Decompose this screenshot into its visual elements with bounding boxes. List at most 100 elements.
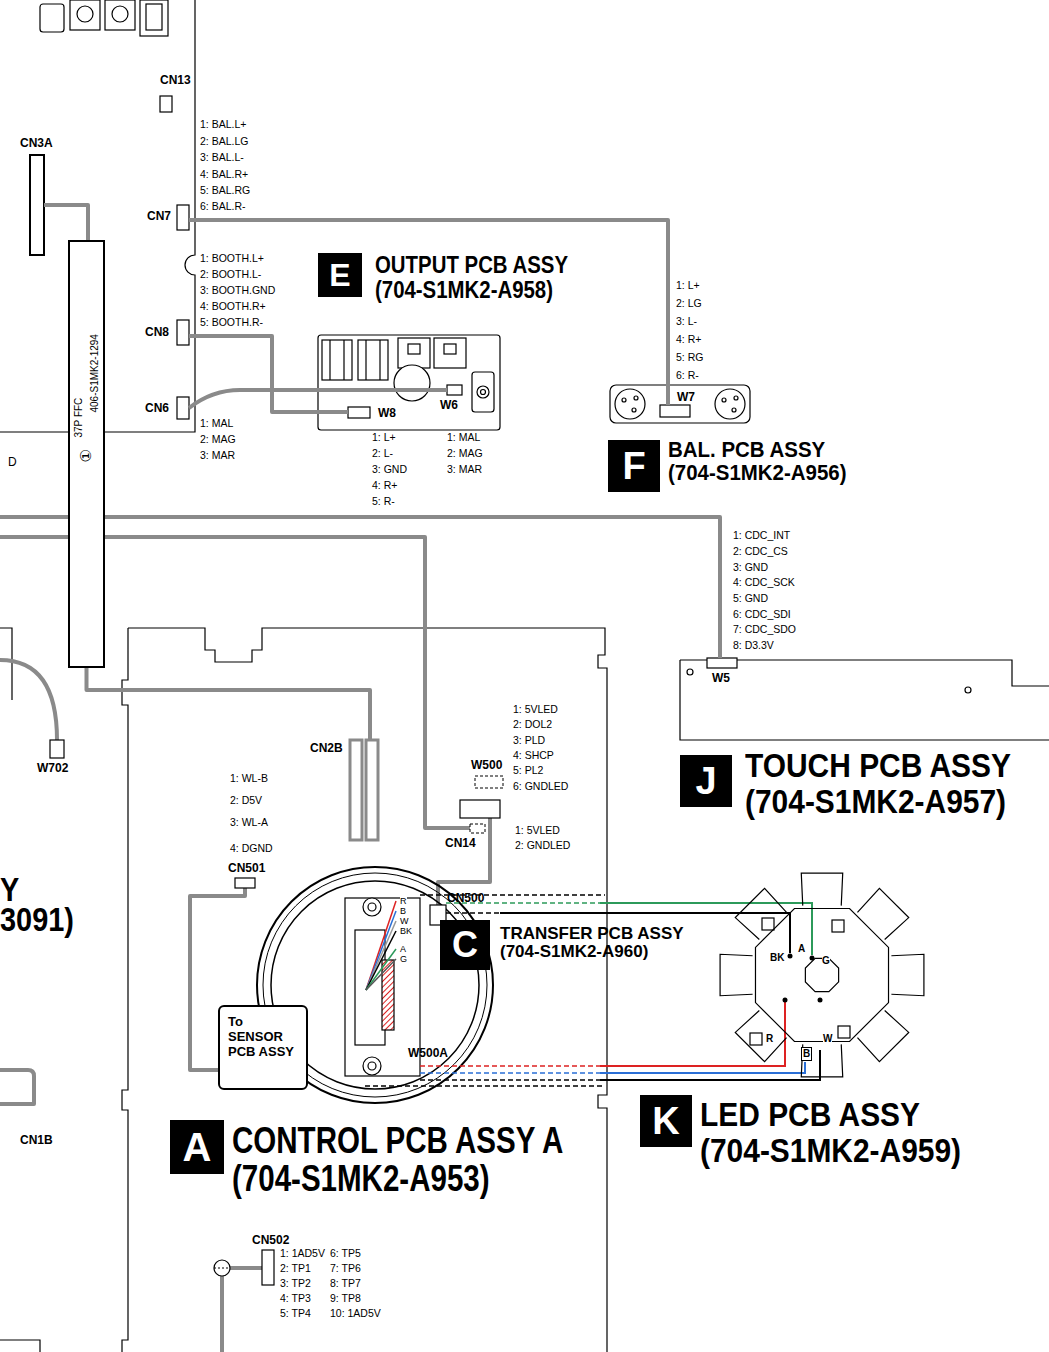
wire-color-code: A <box>400 944 406 954</box>
pin-name: 4: TP3 <box>280 1292 311 1304</box>
wire-color-code: R <box>400 896 407 906</box>
board-letter-badge: E <box>318 253 362 297</box>
connector-label: CN6 <box>145 402 169 416</box>
wire-color-code: A <box>798 943 805 955</box>
pin-name: 2: BAL.LG <box>200 135 248 147</box>
pin-name: 1: WL-B <box>230 772 268 784</box>
cable-marking: ① <box>77 449 92 462</box>
assembly-title: TOUCH PCB ASSY (704-S1MK2-A957) <box>745 748 1025 819</box>
pin-name: 4: SHCP <box>513 749 554 761</box>
cut-off-text: D <box>8 456 17 470</box>
board-letter-badge: C <box>440 920 490 970</box>
wire-color-code: BK <box>400 926 412 936</box>
connector-label: CN500 <box>447 892 484 906</box>
wire-color-code: B <box>801 1047 812 1061</box>
connector-label: CN3A <box>20 137 53 151</box>
pin-name: 3: L- <box>676 315 697 327</box>
pcb-assembly: EOUTPUT PCB ASSY (704-S1MK2-A958) <box>315 250 510 432</box>
pin-name: 1: MAL <box>200 417 233 429</box>
connector-label: W702 <box>37 762 68 776</box>
assembly-title: BAL. PCB ASSY (704-S1MK2-A956) <box>668 438 859 484</box>
wire-color-code: W <box>400 916 409 926</box>
pin-name: 1: BOOTH.L+ <box>200 252 264 264</box>
pin-name: 4: CDC_SCK <box>733 576 795 588</box>
pin-name: 5: R- <box>372 495 395 507</box>
board-letter-badge: J <box>680 755 732 807</box>
pin-name: 5: GND <box>733 592 768 604</box>
pin-name: 7: TP6 <box>330 1262 361 1274</box>
wire-color-code: W <box>823 1033 832 1045</box>
pin-name: 1: 5VLED <box>515 824 560 836</box>
led-board-outline <box>708 862 943 1090</box>
connector-label: CN13 <box>160 74 191 88</box>
pin-name: 4: R+ <box>372 479 397 491</box>
board-letter-badge: F <box>608 440 660 492</box>
ribbon-cable: 37P FFC ① 406-S1MK2-1294 <box>68 240 105 668</box>
assembly-title: TRANSFER PCB ASSY (704-S1MK2-A960) <box>500 925 692 961</box>
pin-name: 4: BAL.R+ <box>200 168 248 180</box>
connector-label: CN7 <box>147 210 171 224</box>
connector-label: CN2B <box>310 742 343 756</box>
pin-name: 6: TP5 <box>330 1247 361 1259</box>
pin-name: 7: CDC_SDO <box>733 623 796 635</box>
connector-label: CN8 <box>145 326 169 340</box>
pin-name: 6: BAL.R- <box>200 200 246 212</box>
wire-color-code: B <box>400 906 406 916</box>
connector-label: W8 <box>378 407 396 421</box>
pcb-assembly: JTOUCH PCB ASSY (704-S1MK2-A957) <box>678 655 1049 833</box>
wire-color-code: G <box>400 954 407 964</box>
pin-name: 2: D5V <box>230 794 262 806</box>
connector-label: W6 <box>440 399 458 413</box>
wire-color-code: R <box>766 1033 773 1045</box>
pin-name: 6: GNDLED <box>513 780 568 792</box>
pin-name: 3: TP2 <box>280 1277 311 1289</box>
board-letter-badge: A <box>170 1120 224 1174</box>
pin-name: 2: L- <box>372 447 393 459</box>
pin-name: 4: BOOTH.R+ <box>200 300 266 312</box>
pin-name: 3: WL-A <box>230 816 268 828</box>
pin-name: 4: R+ <box>676 333 701 345</box>
cut-off-text: 3091) <box>0 902 74 936</box>
pin-name: 5: PL2 <box>513 764 543 776</box>
ribbon-cable-wire <box>87 668 126 690</box>
connector-label: CN501 <box>228 862 265 876</box>
connector-label: W5 <box>712 672 730 686</box>
pin-name: 1: BAL.L+ <box>200 118 246 130</box>
pin-name: 2: MAG <box>447 447 483 459</box>
connector-label: CN1B <box>20 1134 53 1148</box>
cable-marking: 37P FFC <box>73 397 83 437</box>
pin-name: 3: MAR <box>200 449 235 461</box>
led-pcb-assembly: KLED PCB ASSY (704-S1MK2-A959) <box>708 862 943 1090</box>
pin-name: 3: MAR <box>447 463 482 475</box>
wire-color-code: BK <box>770 952 784 964</box>
pin-name: 3: PLD <box>513 734 545 746</box>
pin-name: 1: L+ <box>372 431 396 443</box>
sensor-connector-box: To SENSOR PCB ASSY <box>218 1005 308 1090</box>
pin-name: 2: MAG <box>200 433 236 445</box>
pin-name: 1: 1AD5V <box>280 1247 325 1259</box>
pin-name: 5: RG <box>676 351 703 363</box>
pin-name: 3: GND <box>372 463 407 475</box>
connector-label: W500A <box>408 1047 448 1061</box>
pin-name: 9: TP8 <box>330 1292 361 1304</box>
connector-label: CN14 <box>445 837 476 851</box>
wire-color-code: G <box>822 955 830 967</box>
pin-name: 2: GNDLED <box>515 839 570 851</box>
pin-name: 3: BOOTH.GND <box>200 284 275 296</box>
pin-name: 6: R- <box>676 369 699 381</box>
pin-name: 1: 5VLED <box>513 703 558 715</box>
pin-name: 10: 1AD5V <box>330 1307 381 1319</box>
pin-name: 3: BAL.L- <box>200 151 244 163</box>
pin-name: 2: CDC_CS <box>733 545 788 557</box>
assembly-title: LED PCB ASSY (704-S1MK2-A959) <box>700 1097 980 1168</box>
assembly-title: CONTROL PCB ASSY A (704-S1MK2-A953) <box>232 1122 581 1198</box>
cable-marking: 406-S1MK2-1294 <box>89 334 99 412</box>
pin-name: 2: LG <box>676 297 702 309</box>
led-harness-wire <box>500 912 708 914</box>
pin-name: 8: D3.3V <box>733 639 774 651</box>
connector-label: CN502 <box>252 1234 289 1248</box>
pin-name: 6: CDC_SDI <box>733 608 791 620</box>
board-letter-badge: K <box>640 1095 692 1147</box>
ribbon-cable-label-frame: 37P FFC ① 406-S1MK2-1294 <box>70 242 107 670</box>
pin-name: 5: BAL.RG <box>200 184 250 196</box>
